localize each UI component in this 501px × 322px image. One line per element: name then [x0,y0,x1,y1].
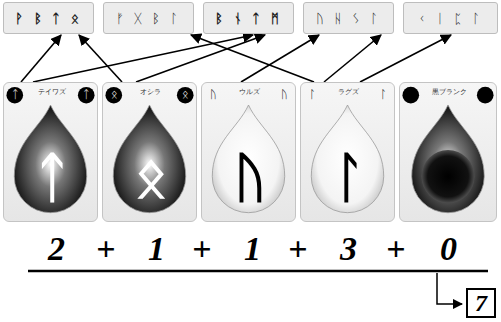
sum-line [28,270,488,273]
equation-term: 3 [340,232,357,266]
rune-panel: ᚠ ᚷ ᛒ ᛚ [103,2,194,34]
equation-term: + [386,232,405,266]
equation-term: + [192,232,211,266]
card-name: 黒ブランク [400,87,498,97]
result-bracket [437,273,462,304]
rune-card: ウルズᚢᚢᚢ [201,82,296,222]
rune-card: テイワズᛏᛏᛏ [3,82,98,222]
corner-rune: ᛚ [304,87,320,103]
connector-arrow [33,35,253,82]
corner-rune: ᚢ [205,87,221,103]
corner-disc [6,87,23,104]
equation-term: 0 [440,232,457,266]
main-rune: ᛚ [301,147,396,209]
connector-arrow [21,35,61,82]
connector-arrow [79,35,122,82]
corner-rune: ᛚ [375,87,391,103]
rune-sequence: ᚢ ᚺ ᛊ ᛚ [316,11,381,26]
rune-panel: ᚹ ᛒ ᛏ ᛟ [3,2,94,34]
card-art [400,83,496,221]
equation-term: 1 [148,232,165,266]
rune-card: ラグズᛚᛚᛚ [300,82,395,222]
rune-panel: ᛒ ᚾ ᛏ ᛗ [203,2,294,34]
corner-disc [402,87,419,104]
corner-disc [105,87,122,104]
blank-disc [422,150,475,203]
rune-card: 黒ブランク [399,82,497,222]
corner-rune: ᛟ [106,87,122,103]
rune-card: オシラᛟᛟᛟ [102,82,197,222]
equation-term: + [288,232,307,266]
result-box: 7 [466,288,496,318]
corner-disc [78,87,95,104]
main-rune: ᚢ [202,147,297,209]
drop-shape [412,105,484,213]
rune-sequence: ᚹ ᛒ ᛏ ᛟ [15,11,82,26]
main-rune: ᛟ [103,147,198,209]
corner-rune: ᛏ [78,87,94,103]
result-number: 7 [475,291,487,315]
corner-disc [477,87,494,104]
rune-panel: ᚲ ᛁ ᛈ ᛚ [403,2,498,34]
corner-disc [177,87,194,104]
rune-sequence: ᚠ ᚷ ᛒ ᛚ [116,11,181,26]
rune-sequence: ᚲ ᛁ ᛈ ᛚ [418,11,483,26]
equation-term: 2 [48,232,65,266]
connector-arrow [360,35,451,82]
corner-rune: ᚢ [276,87,292,103]
equation-term: + [96,232,115,266]
connector-arrow [191,35,314,82]
corner-rune: ᛟ [177,87,193,103]
main-rune: ᛏ [4,147,99,209]
rune-sequence: ᛒ ᚾ ᛏ ᛗ [215,11,282,26]
connector-arrow [136,35,265,82]
rune-panel: ᚢ ᚺ ᛊ ᛚ [303,2,394,34]
corner-rune: ᛏ [7,87,23,103]
equation-term: 1 [244,232,261,266]
